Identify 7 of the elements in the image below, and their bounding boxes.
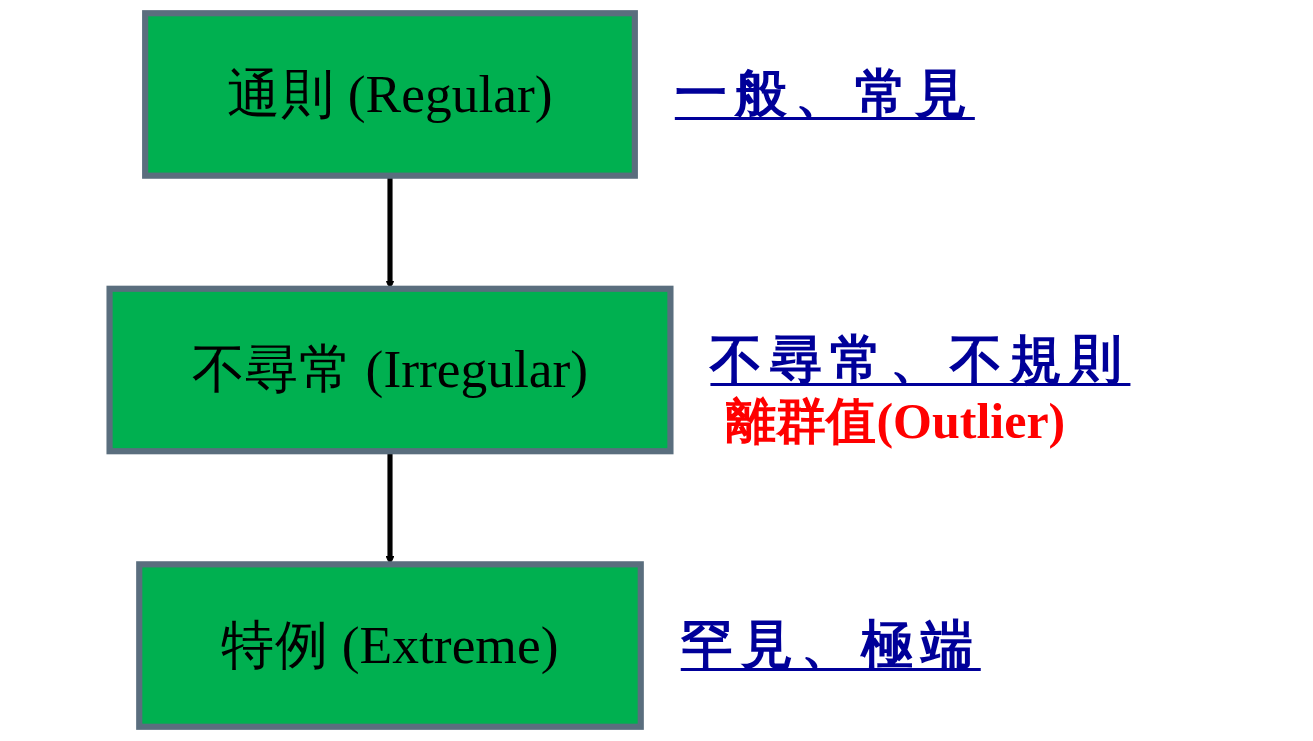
node-box: 通則 (Regular) [142,10,638,179]
node-box: 特例 (Extreme) [136,561,644,730]
annotation-text: 罕見、極端 [680,615,981,676]
annotation-text: 離群值(Outlier) [726,392,1067,452]
node-box: 不尋常 (Irregular) [106,285,674,455]
annotation-text: 不尋常、不規則 [710,329,1131,390]
annotation-text: 一般、常見 [674,64,975,125]
